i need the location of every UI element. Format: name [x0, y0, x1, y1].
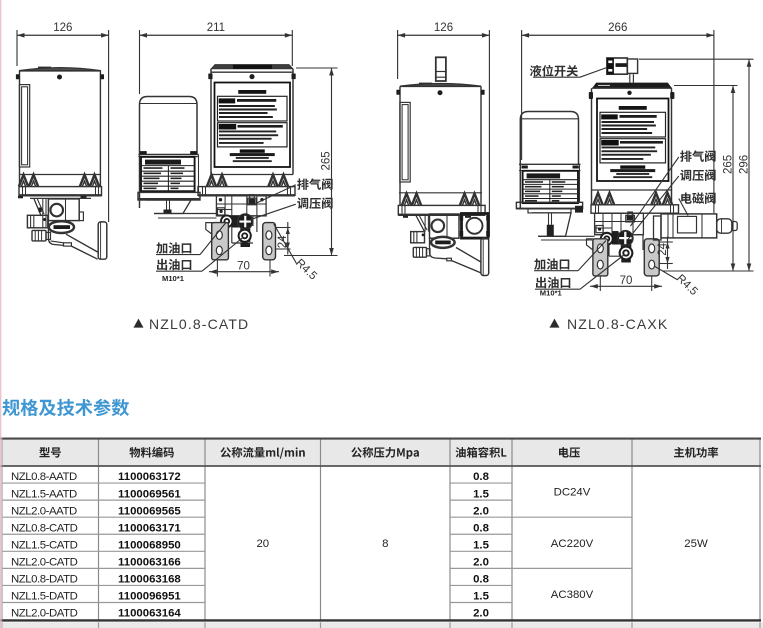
svg-text:266: 266 — [608, 22, 627, 34]
svg-text:70: 70 — [620, 275, 633, 287]
svg-text:20: 20 — [256, 538, 269, 550]
svg-text:211: 211 — [207, 22, 225, 34]
svg-text:265: 265 — [321, 151, 333, 170]
svg-text:0.8: 0.8 — [473, 574, 489, 586]
svg-text:AC380V: AC380V — [551, 589, 594, 601]
svg-text:1100063171: 1100063171 — [118, 522, 181, 534]
svg-text:1100069565: 1100069565 — [118, 505, 181, 517]
svg-text:8: 8 — [382, 538, 388, 550]
svg-text:70: 70 — [237, 260, 250, 272]
svg-text:NZL0.8-CATD: NZL0.8-CATD — [11, 522, 78, 534]
svg-text:R4.5: R4.5 — [293, 257, 319, 283]
svg-text:2.0: 2.0 — [473, 557, 489, 569]
svg-text:R4.5: R4.5 — [674, 273, 700, 299]
svg-text:1100063166: 1100063166 — [118, 557, 181, 569]
svg-text:NZL1.5-AATD: NZL1.5-AATD — [11, 488, 77, 500]
svg-text:NZL2.0-DATD: NZL2.0-DATD — [11, 608, 78, 620]
svg-text:1.5: 1.5 — [473, 539, 489, 551]
svg-text:M10*1: M10*1 — [540, 289, 563, 298]
svg-text:1100063168: 1100063168 — [118, 574, 181, 586]
svg-text:0.8: 0.8 — [473, 522, 489, 534]
svg-text:NZL2.0-AATD: NZL2.0-AATD — [11, 505, 77, 517]
svg-text:NZL0.8-CAXK: NZL0.8-CAXK — [567, 316, 668, 332]
svg-text:126: 126 — [53, 22, 72, 34]
svg-text:AC220V: AC220V — [551, 538, 594, 550]
svg-text:NZL2.0-CATD: NZL2.0-CATD — [11, 557, 78, 569]
svg-text:296: 296 — [738, 155, 750, 174]
svg-text:0.8: 0.8 — [473, 471, 489, 483]
svg-text:NZL1.5-DATD: NZL1.5-DATD — [11, 591, 78, 603]
svg-text:1100096951: 1100096951 — [118, 591, 181, 603]
svg-text:DC24V: DC24V — [554, 487, 591, 499]
svg-text:265: 265 — [722, 155, 734, 174]
svg-text:NZL0.8-DATD: NZL0.8-DATD — [11, 574, 78, 586]
svg-text:1.5: 1.5 — [473, 591, 489, 603]
svg-text:NZL0.8-CATD: NZL0.8-CATD — [149, 316, 249, 332]
svg-text:1100069561: 1100069561 — [118, 488, 181, 500]
svg-text:M10*1: M10*1 — [162, 274, 185, 283]
svg-text:1100063164: 1100063164 — [118, 608, 181, 620]
svg-text:24: 24 — [277, 235, 289, 248]
svg-text:1100068950: 1100068950 — [118, 539, 181, 551]
svg-text:126: 126 — [434, 22, 453, 34]
svg-text:NZL1.5-CATD: NZL1.5-CATD — [11, 539, 78, 551]
svg-text:25W: 25W — [684, 538, 708, 550]
svg-text:24: 24 — [657, 242, 669, 255]
svg-text:1.5: 1.5 — [473, 488, 489, 500]
svg-text:2.0: 2.0 — [473, 505, 489, 517]
svg-text:1100063172: 1100063172 — [118, 471, 181, 483]
svg-text:NZL0.8-AATD: NZL0.8-AATD — [11, 471, 77, 483]
svg-text:2.0: 2.0 — [473, 608, 489, 620]
